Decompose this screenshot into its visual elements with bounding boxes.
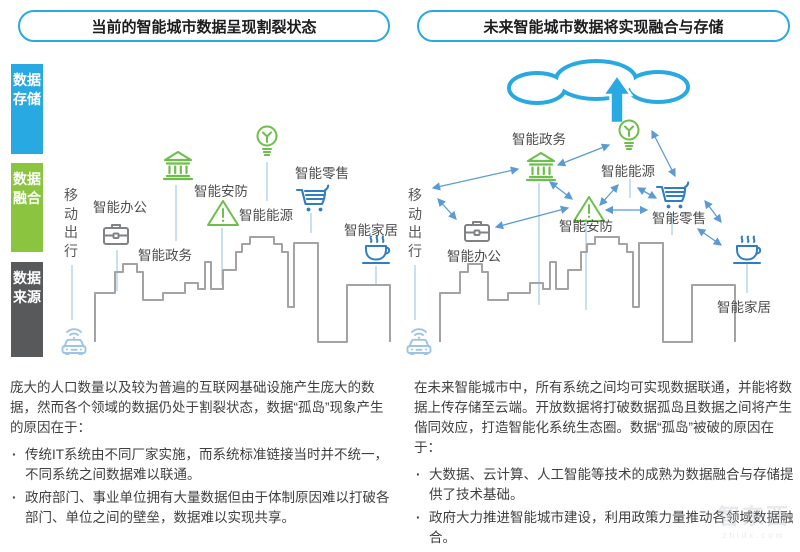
- label-office: 智能办公: [447, 249, 501, 264]
- government-icon: [525, 151, 557, 182]
- lightbulb-icon: [618, 119, 640, 150]
- briefcase-icon: [464, 221, 490, 242]
- label-home: 智能家居: [344, 223, 398, 238]
- briefcase-icon: [103, 224, 129, 245]
- government-icon: [162, 150, 194, 181]
- label-energy: 智能能源: [601, 164, 655, 179]
- cart-icon: [655, 181, 690, 210]
- left-connector-lines: [71, 162, 377, 320]
- label-office: 智能办公: [93, 200, 147, 215]
- current-city-diagram: 移动出行 智能办公 智能政务 智能安防 智能能源 智能零售 智能家居: [55, 55, 400, 367]
- label-mobility: 移动出行: [64, 187, 78, 259]
- left-panel-title: 当前的智能城市数据呈现割裂状态: [18, 10, 390, 42]
- cloud-icon: [507, 59, 690, 105]
- bullet-item: 传统IT系统由不同厂家实施，而系统标准链接当时并不统一，不同系统之间数据难以联通…: [10, 445, 394, 485]
- bullet-item: 政府部门、事业单位拥有大量数据但由于体制原因难以打破各部门、单位之间的壁垒，数据…: [10, 488, 394, 528]
- label-retail: 智能零售: [652, 211, 706, 226]
- label-government: 智能政务: [138, 248, 192, 263]
- bullet-item: 政府大力推进智能城市建设，利用政策力量推动各领域数据融合。: [414, 508, 794, 548]
- right-bullet-list: 大数据、云计算、人工智能等技术的成熟为数据融合与存储提供了技术基础。 政府大力推…: [414, 465, 794, 548]
- car-wifi-icon: [406, 328, 432, 356]
- label-retail: 智能零售: [295, 166, 349, 181]
- bullet-item: 大数据、云计算、人工智能等技术的成熟为数据融合与存储提供了技术基础。: [414, 465, 794, 505]
- right-description: 在未来智能城市中，所有系统之间均可实现数据联通，并能将数据上传存储至云端。开放数…: [414, 380, 792, 455]
- right-connector-lines: [414, 179, 748, 320]
- watermark-logo: 智东西: [717, 504, 790, 529]
- data-link-arrows: [431, 129, 723, 246]
- cup-icon: [733, 235, 762, 264]
- upload-arrow-icon: [600, 72, 634, 125]
- cart-icon: [295, 184, 330, 213]
- right-panel-title: 未来智能城市数据将实现融合与存储: [417, 10, 790, 42]
- right-diagram-canvas: [406, 59, 762, 356]
- label-mobility: 移动出行: [408, 187, 422, 259]
- cup-icon: [362, 235, 391, 264]
- label-government: 智能政务: [512, 132, 566, 147]
- label-home: 智能家居: [717, 300, 771, 315]
- lightbulb-icon: [256, 125, 278, 156]
- left-description-block: 庞大的人口数量以及较为普遍的互联网基础设施产生庞大的数据，然而各个领域的数据仍处…: [10, 378, 394, 531]
- label-energy: 智能能源: [239, 208, 293, 223]
- sidebar-item-data-source: 数据来源: [11, 262, 43, 357]
- sidebar-item-data-storage: 数据存储: [11, 64, 43, 154]
- label-security: 智能安防: [194, 184, 248, 199]
- right-description-block: 在未来智能城市中，所有系统之间均可实现数据联通，并能将数据上传存储至云端。开放数…: [414, 378, 794, 551]
- label-security: 智能安防: [559, 219, 613, 234]
- left-bullet-list: 传统IT系统由不同厂家实施，而系统标准链接当时并不统一，不同系统之间数据难以联通…: [10, 445, 394, 528]
- warning-icon: [207, 200, 239, 226]
- future-city-diagram: 移动出行 智能政务 智能能源 智能安防 智能零售 智能办公 智能家居: [400, 55, 790, 367]
- watermark-site: zhidx.com: [722, 531, 786, 540]
- sidebar-item-data-fusion: 数据融合: [11, 163, 43, 252]
- car-wifi-icon: [61, 328, 87, 356]
- left-diagram-canvas: [61, 125, 391, 356]
- watermark: 智东西 zhidx.com: [718, 499, 790, 540]
- left-description: 庞大的人口数量以及较为普遍的互联网基础设施产生庞大的数据，然而各个领域的数据仍处…: [10, 380, 384, 435]
